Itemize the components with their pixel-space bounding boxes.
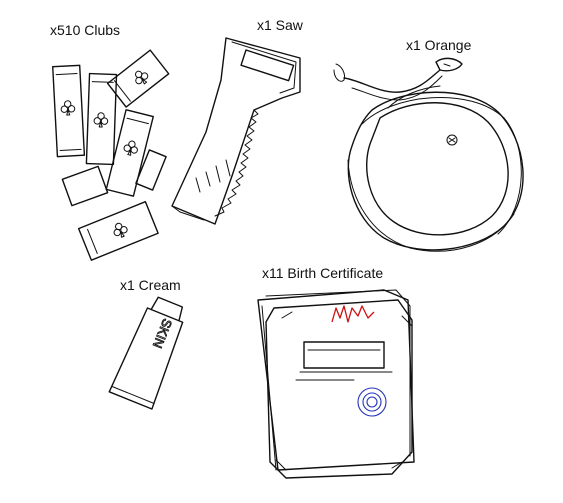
item-label-saw: x1 Saw [257,17,303,33]
birth-certificate-item-icon[interactable] [257,289,415,479]
orange-item-icon[interactable] [333,57,524,252]
signature [331,305,375,323]
official-stamp [357,387,387,417]
saw-item-icon[interactable] [171,37,301,225]
item-label-cream: x1 Cream [120,277,181,293]
item-label-clubs: x510 Clubs [50,22,121,38]
cream-tube-text: SKIN [150,317,175,351]
cream-item-icon[interactable]: SKIN [108,294,191,410]
clubs-item-icon[interactable] [52,49,170,261]
item-label-orange: x1 Orange [406,37,472,53]
item-label-birth-certificate: x11 Birth Certificate [262,265,384,281]
